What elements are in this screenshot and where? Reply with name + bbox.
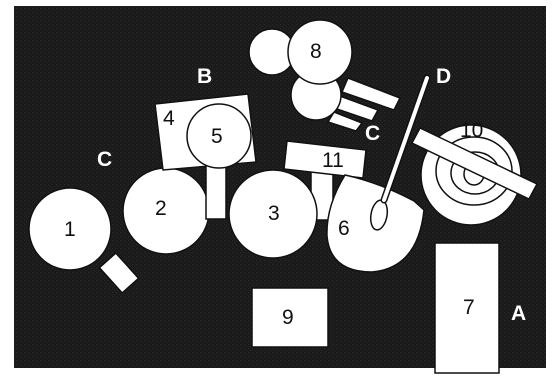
letter-d: D	[436, 65, 451, 88]
object-3: 3	[229, 170, 317, 258]
object-9-label: 9	[282, 306, 294, 329]
object-11-label: 11	[322, 149, 344, 172]
object-5-label: 5	[211, 125, 223, 148]
object-7: 7	[435, 243, 499, 373]
object-6-label: 6	[338, 217, 350, 240]
object-2-label: 2	[155, 197, 167, 220]
object-1-label: 1	[64, 218, 76, 241]
letter-a: A	[511, 302, 526, 325]
object-10-label: 10	[460, 119, 483, 142]
object-7-label: 7	[463, 296, 475, 319]
object-4-label: 4	[163, 107, 175, 130]
object-3-label: 3	[268, 202, 280, 225]
object-9: 9	[252, 288, 328, 347]
object-2: 2	[123, 168, 209, 254]
letter-b: B	[197, 65, 212, 88]
object-8-label: 8	[310, 40, 322, 63]
letter-c-right: C	[365, 122, 380, 145]
letter-c-left: C	[97, 148, 112, 171]
